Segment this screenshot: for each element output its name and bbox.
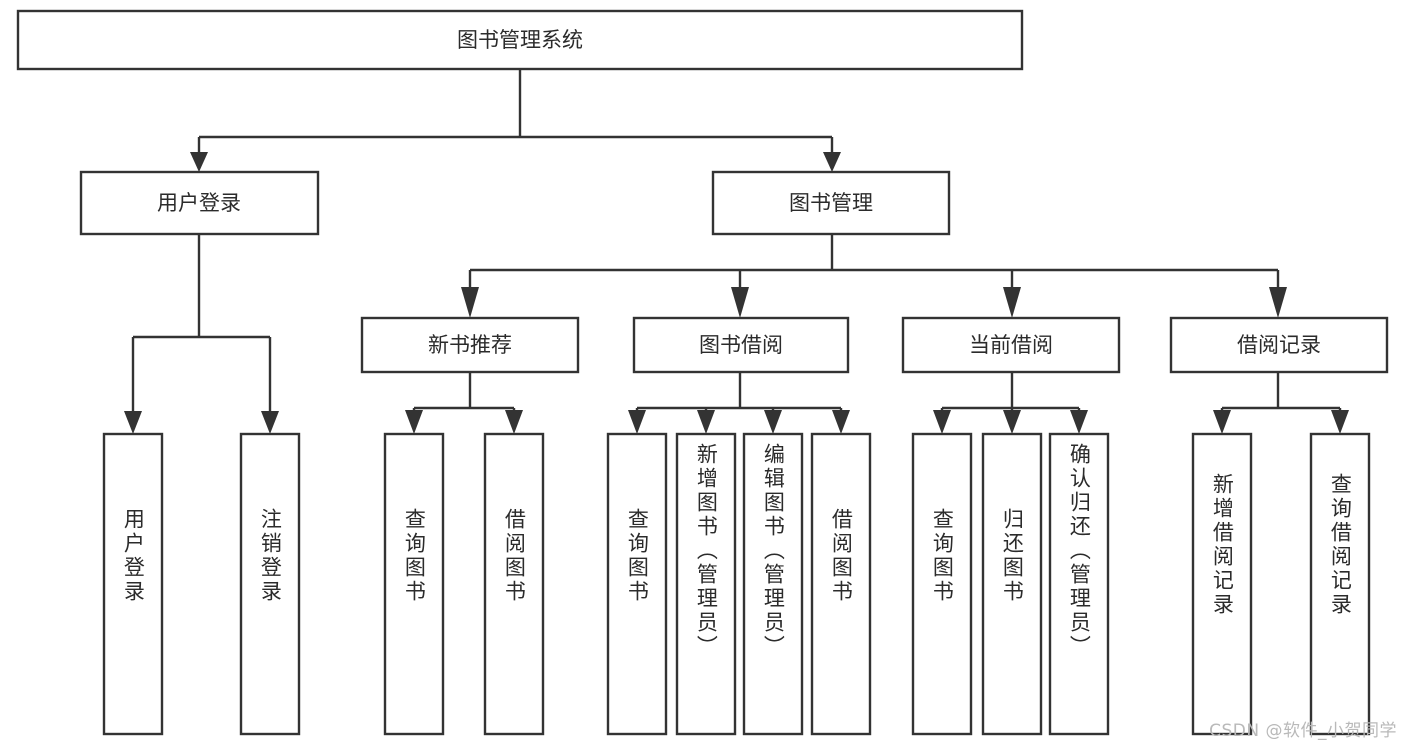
node-leaf-confirm-return-admin-box[interactable]	[1048, 432, 1110, 736]
arrowhead-book-borrow	[731, 287, 749, 318]
node-user-login-box[interactable]	[79, 170, 320, 236]
arrowhead-book-manage	[823, 152, 841, 172]
arrowhead-leaf-add-borrow-record	[1213, 410, 1231, 434]
node-leaf-return-book-box[interactable]	[981, 432, 1043, 736]
node-borrow-record-label: 借阅记录	[1237, 333, 1321, 357]
node-leaf-user-login-box[interactable]	[102, 432, 164, 736]
arrowhead-user-login	[190, 152, 208, 172]
node-leaf-query-book-1-box[interactable]	[383, 432, 445, 736]
arrowhead-leaf-query-borrow-record	[1331, 410, 1349, 434]
node-new-book-recommend-box[interactable]	[360, 316, 580, 374]
node-book-borrow-label: 图书借阅	[699, 333, 783, 357]
arrowhead-leaf-query-book-2	[628, 410, 646, 434]
arrowhead-leaf-confirm-return-admin	[1070, 410, 1088, 434]
csdn-watermark: CSDN @软件_小贺同学	[1209, 721, 1397, 741]
node-borrow-record-box[interactable]	[1169, 316, 1389, 374]
node-current-borrow-label: 当前借阅	[969, 333, 1053, 357]
node-book-borrow-box[interactable]	[632, 316, 850, 374]
arrowhead-new-book-recommend	[461, 287, 479, 318]
node-leaf-add-book-admin-box[interactable]	[675, 432, 737, 736]
arrowhead-leaf-user-login	[124, 411, 142, 434]
nodes-layer: 图书管理系统 用户登录 图书管理 新书推荐 图书借阅 当前借阅 借阅记录	[16, 9, 1389, 736]
node-leaf-query-borrow-record-box[interactable]	[1309, 432, 1371, 736]
node-leaf-borrow-book-2-box[interactable]	[810, 432, 872, 736]
node-book-manage-label: 图书管理	[789, 191, 873, 215]
arrowhead-current-borrow	[1003, 287, 1021, 318]
node-book-manage-box[interactable]	[711, 170, 951, 236]
node-user-login-label: 用户登录	[157, 191, 241, 215]
node-leaf-query-book-3-box[interactable]	[911, 432, 973, 736]
node-leaf-edit-book-admin-box[interactable]	[742, 432, 804, 736]
node-leaf-logout-login-box[interactable]	[239, 432, 301, 736]
arrowhead-leaf-query-book-1	[405, 410, 423, 434]
arrowhead-leaf-logout-login	[261, 411, 279, 434]
edges-layer	[124, 69, 1349, 434]
arrowhead-leaf-borrow-book-2	[832, 410, 850, 434]
arrowhead-leaf-add-book-admin	[697, 410, 715, 434]
node-current-borrow-box[interactable]	[901, 316, 1121, 374]
arrowhead-leaf-edit-book-admin	[764, 410, 782, 434]
arrowhead-leaf-borrow-book-1	[505, 410, 523, 434]
node-root-label: 图书管理系统	[457, 28, 583, 52]
arrowhead-borrow-record	[1269, 287, 1287, 318]
node-root-box[interactable]	[16, 9, 1024, 71]
arrowhead-leaf-query-book-3	[933, 410, 951, 434]
arrowhead-leaf-return-book	[1003, 410, 1021, 434]
node-leaf-add-borrow-record-box[interactable]	[1191, 432, 1253, 736]
node-new-book-recommend-label: 新书推荐	[428, 333, 512, 357]
node-leaf-query-book-2-box[interactable]	[606, 432, 668, 736]
node-leaf-borrow-book-1-box[interactable]	[483, 432, 545, 736]
